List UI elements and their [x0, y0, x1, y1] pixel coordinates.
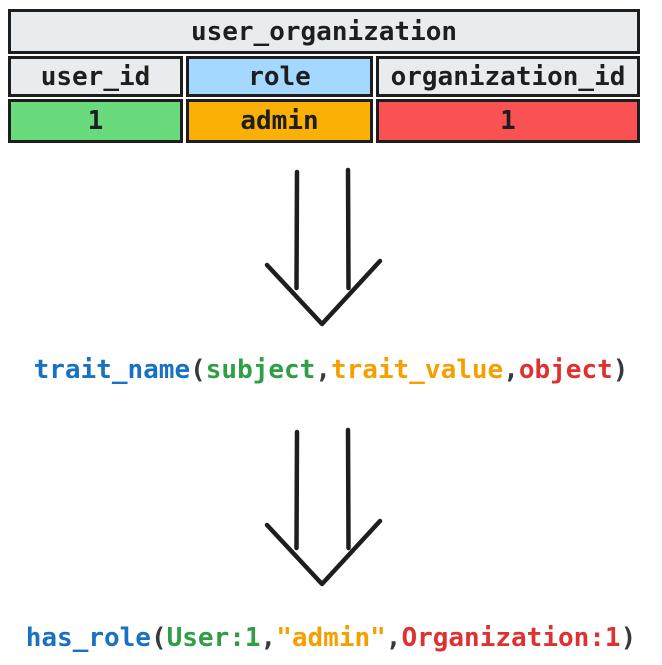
column-header-role: role — [186, 56, 373, 97]
code-token: , — [385, 623, 402, 653]
code-token: object — [518, 355, 613, 385]
trait-mapping-code-line: trait_name(subject,trait_value,object) — [0, 350, 662, 390]
code-token: ) — [612, 355, 629, 385]
cell-organization-id-value: 1 — [376, 99, 640, 143]
column-header-organization-id: organization_id — [376, 56, 640, 97]
code-token: , — [315, 355, 331, 385]
code-token: trait_name — [33, 355, 191, 385]
code-token: Organization:1 — [401, 623, 621, 653]
code-token: , — [503, 355, 519, 385]
double-down-arrow-icon — [264, 167, 383, 327]
code-token: , — [260, 623, 277, 653]
code-token: "admin" — [276, 623, 386, 653]
table-title: user_organization — [8, 9, 640, 54]
code-token: ) — [620, 623, 637, 653]
code-token: ( — [150, 623, 167, 653]
code-token: ( — [190, 355, 206, 385]
table-data-row: 1 admin 1 — [8, 99, 640, 143]
code-token: trait_value — [331, 355, 504, 385]
code-token: User:1 — [166, 623, 261, 653]
user-organization-table: user_organization user_id role organizat… — [8, 9, 640, 143]
code-token: has_role — [25, 623, 151, 653]
double-down-arrow-icon — [264, 427, 383, 587]
column-header-user-id: user_id — [8, 56, 183, 97]
has-role-fact-code-line: has_role(User:1,"admin",Organization:1) — [0, 618, 662, 658]
table-header-row: user_id role organization_id — [8, 56, 640, 97]
table-title-row: user_organization — [8, 9, 640, 54]
code-token: subject — [205, 355, 316, 385]
cell-user-id-value: 1 — [8, 99, 183, 143]
cell-role-value: admin — [186, 99, 373, 143]
